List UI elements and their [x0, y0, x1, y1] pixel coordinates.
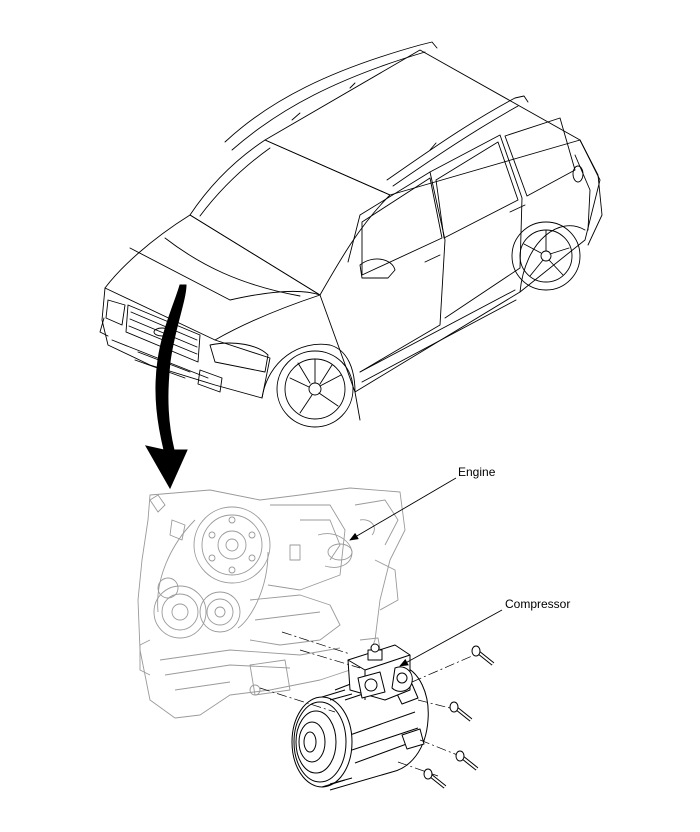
compressor-label: Compressor — [505, 597, 571, 611]
alignment-lines — [259, 631, 473, 777]
bolt-3 — [455, 750, 479, 771]
engine-leader-line — [349, 477, 457, 541]
bolt-4 — [423, 768, 447, 789]
mounting-bolts — [423, 645, 495, 789]
compressor-illustration — [291, 643, 429, 791]
bolt-1 — [471, 645, 495, 666]
engine-illustration — [137, 487, 406, 719]
engine-label: Engine — [458, 465, 496, 479]
vehicle-illustration — [99, 41, 603, 428]
bolt-2 — [449, 701, 473, 722]
location-pointer-arrow — [145, 284, 188, 490]
compressor-leader-line — [399, 609, 503, 667]
